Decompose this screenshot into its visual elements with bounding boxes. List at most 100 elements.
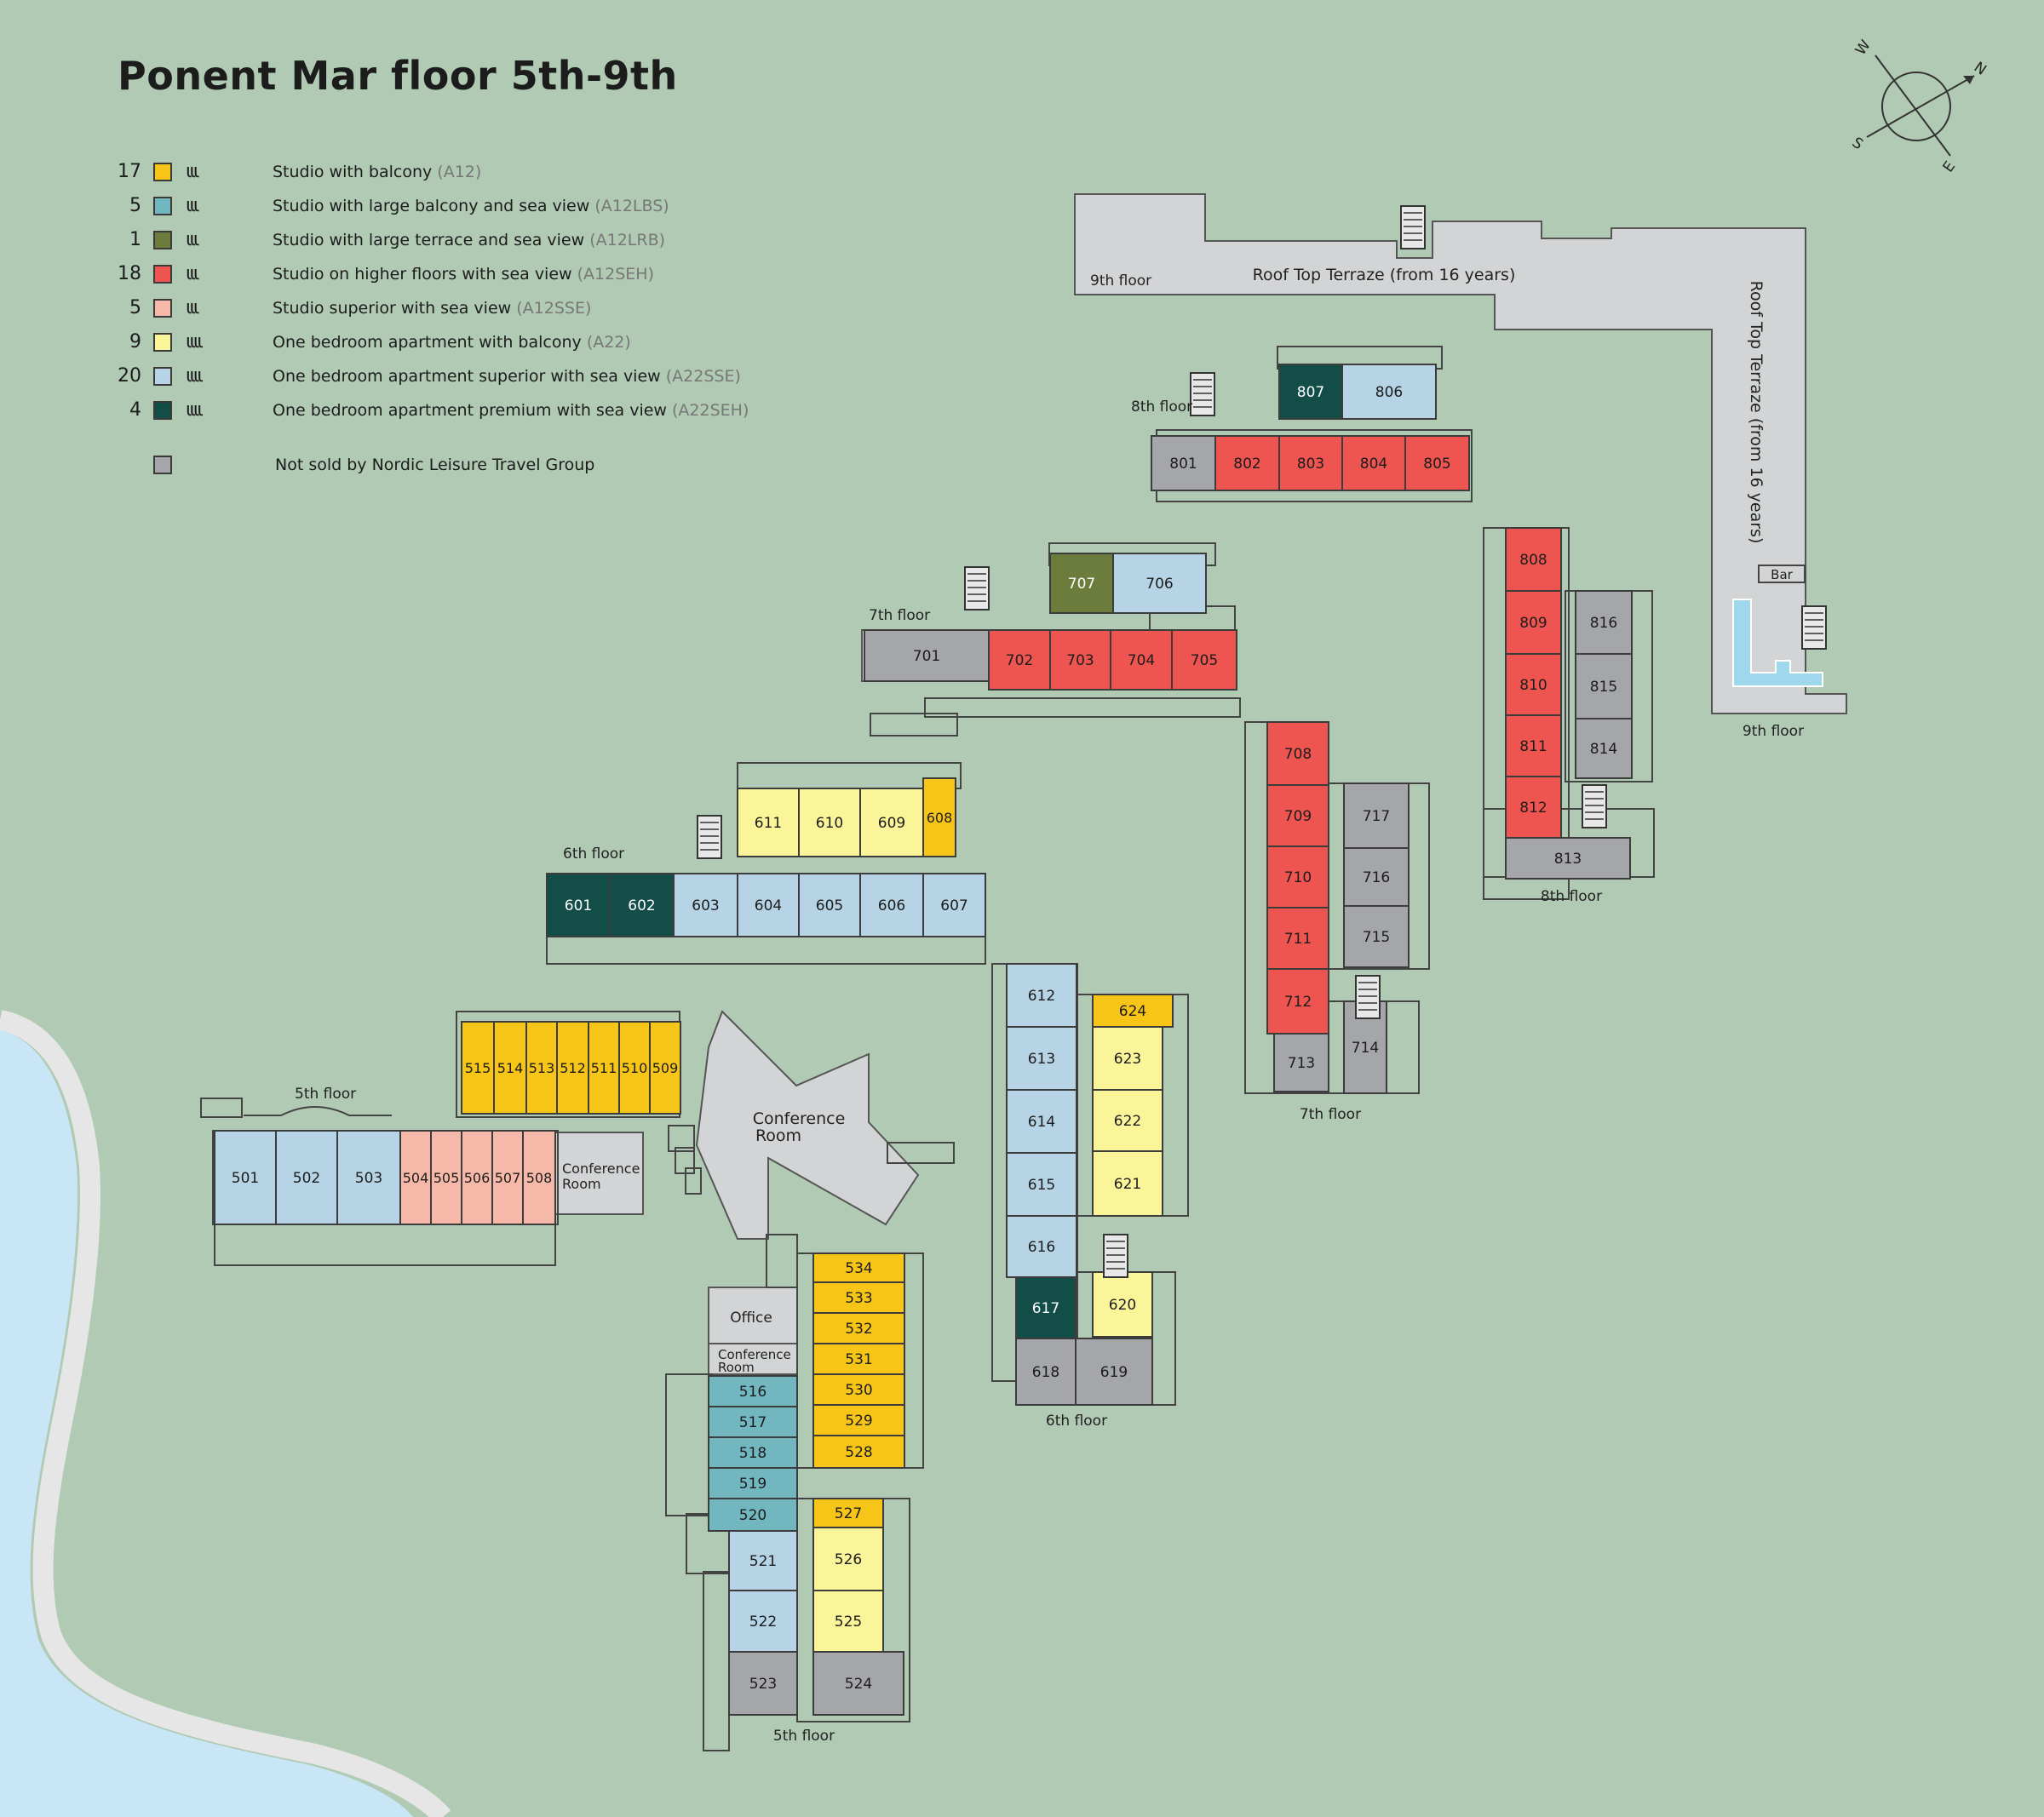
room-811[interactable]: 811: [1505, 714, 1562, 777]
room-fill: [922, 777, 956, 857]
room-615[interactable]: 615: [1006, 1152, 1077, 1217]
room-621[interactable]: 621: [1092, 1150, 1163, 1217]
room-701[interactable]: 701: [864, 629, 990, 682]
room-519[interactable]: 519: [708, 1467, 798, 1499]
room-525[interactable]: 525: [812, 1590, 884, 1653]
room-603[interactable]: 603: [673, 873, 738, 937]
room-619[interactable]: 619: [1075, 1338, 1153, 1406]
room-708[interactable]: 708: [1266, 721, 1329, 786]
room-601[interactable]: 601: [546, 873, 611, 937]
room-520[interactable]: 520: [708, 1498, 798, 1532]
room-702[interactable]: 702: [988, 629, 1051, 691]
room-502[interactable]: 502: [275, 1130, 338, 1225]
room-604[interactable]: 604: [737, 873, 800, 937]
room-706[interactable]: 706: [1112, 553, 1207, 614]
room-507[interactable]: 507: [491, 1130, 524, 1225]
room-532[interactable]: 532: [812, 1312, 905, 1344]
room-812[interactable]: 812: [1505, 776, 1562, 839]
room-803[interactable]: 803: [1278, 435, 1343, 491]
room-622[interactable]: 622: [1092, 1089, 1163, 1152]
room-705[interactable]: 705: [1171, 629, 1237, 691]
room-715[interactable]: 715: [1343, 905, 1410, 968]
room-707[interactable]: 707: [1049, 553, 1114, 614]
room-814[interactable]: 814: [1575, 718, 1633, 779]
room-531[interactable]: 531: [812, 1343, 905, 1375]
room-524[interactable]: 524: [812, 1651, 904, 1716]
room-802[interactable]: 802: [1214, 435, 1280, 491]
room-611[interactable]: 611: [737, 788, 800, 857]
room-526[interactable]: 526: [812, 1527, 884, 1591]
room-510[interactable]: 510: [618, 1021, 651, 1115]
room-508[interactable]: 508: [522, 1130, 556, 1225]
wall-outline: [668, 1125, 695, 1152]
room-620[interactable]: 620: [1092, 1271, 1153, 1338]
room-712[interactable]: 712: [1266, 968, 1329, 1035]
room-815[interactable]: 815: [1575, 653, 1633, 719]
room-805[interactable]: 805: [1404, 435, 1470, 491]
room-529[interactable]: 529: [812, 1404, 905, 1436]
room-703[interactable]: 703: [1049, 629, 1111, 691]
floor-label: 8th floor: [1131, 398, 1192, 416]
common-area: [695, 1010, 920, 1240]
legend-name: Studio on higher floors with sea view: [273, 265, 572, 284]
room-717[interactable]: 717: [1343, 782, 1410, 849]
room-711[interactable]: 711: [1266, 907, 1329, 970]
room-609[interactable]: 609: [859, 788, 924, 857]
room-607[interactable]: 607: [922, 873, 986, 937]
room-624[interactable]: 624: [1092, 994, 1174, 1028]
room-506[interactable]: 506: [461, 1130, 493, 1225]
room-610[interactable]: 610: [798, 788, 861, 857]
room-606[interactable]: 606: [859, 873, 924, 937]
room-813[interactable]: 813: [1505, 837, 1631, 880]
room-505[interactable]: 505: [430, 1130, 462, 1225]
room-501[interactable]: 501: [214, 1130, 277, 1225]
room-504[interactable]: 504: [399, 1130, 432, 1225]
room-616[interactable]: 616: [1006, 1215, 1077, 1278]
legend-name: Studio with balcony: [273, 163, 433, 181]
room-804[interactable]: 804: [1341, 435, 1406, 491]
room-518[interactable]: 518: [708, 1436, 798, 1469]
stairs-icon: [1582, 784, 1607, 828]
room-530[interactable]: 530: [812, 1373, 905, 1406]
room-534[interactable]: 534: [812, 1252, 905, 1283]
room-614[interactable]: 614: [1006, 1089, 1077, 1154]
room-number: 623: [1114, 1051, 1141, 1068]
room-608[interactable]: 608: [922, 777, 956, 857]
room-816[interactable]: 816: [1575, 590, 1633, 655]
room-623[interactable]: 623: [1092, 1026, 1163, 1091]
room-810[interactable]: 810: [1505, 653, 1562, 716]
room-806[interactable]: 806: [1341, 364, 1437, 420]
room-617[interactable]: 617: [1015, 1276, 1077, 1339]
room-523[interactable]: 523: [728, 1651, 798, 1716]
room-521[interactable]: 521: [728, 1530, 798, 1591]
room-fill: [1404, 435, 1470, 491]
room-513[interactable]: 513: [525, 1021, 558, 1115]
room-612[interactable]: 612: [1006, 963, 1077, 1028]
room-515[interactable]: 515: [461, 1021, 495, 1115]
room-503[interactable]: 503: [336, 1130, 401, 1225]
room-709[interactable]: 709: [1266, 784, 1329, 847]
room-716[interactable]: 716: [1343, 847, 1410, 907]
room-807[interactable]: 807: [1278, 364, 1343, 420]
room-516[interactable]: 516: [708, 1375, 798, 1407]
room-808[interactable]: 808: [1505, 527, 1562, 592]
room-710[interactable]: 710: [1266, 845, 1329, 908]
room-511[interactable]: 511: [588, 1021, 620, 1115]
room-517[interactable]: 517: [708, 1406, 798, 1438]
room-605[interactable]: 605: [798, 873, 861, 937]
room-809[interactable]: 809: [1505, 590, 1562, 655]
room-618[interactable]: 618: [1015, 1338, 1077, 1406]
room-528[interactable]: 528: [812, 1435, 905, 1469]
room-713[interactable]: 713: [1273, 1033, 1329, 1092]
room-704[interactable]: 704: [1110, 629, 1173, 691]
room-533[interactable]: 533: [812, 1281, 905, 1314]
room-number: 515: [465, 1060, 491, 1076]
room-509[interactable]: 509: [649, 1021, 681, 1115]
room-512[interactable]: 512: [556, 1021, 589, 1115]
room-514[interactable]: 514: [493, 1021, 527, 1115]
room-527[interactable]: 527: [812, 1498, 884, 1528]
room-522[interactable]: 522: [728, 1590, 798, 1653]
room-613[interactable]: 613: [1006, 1026, 1077, 1091]
room-602[interactable]: 602: [609, 873, 675, 937]
room-801[interactable]: 801: [1151, 435, 1216, 491]
